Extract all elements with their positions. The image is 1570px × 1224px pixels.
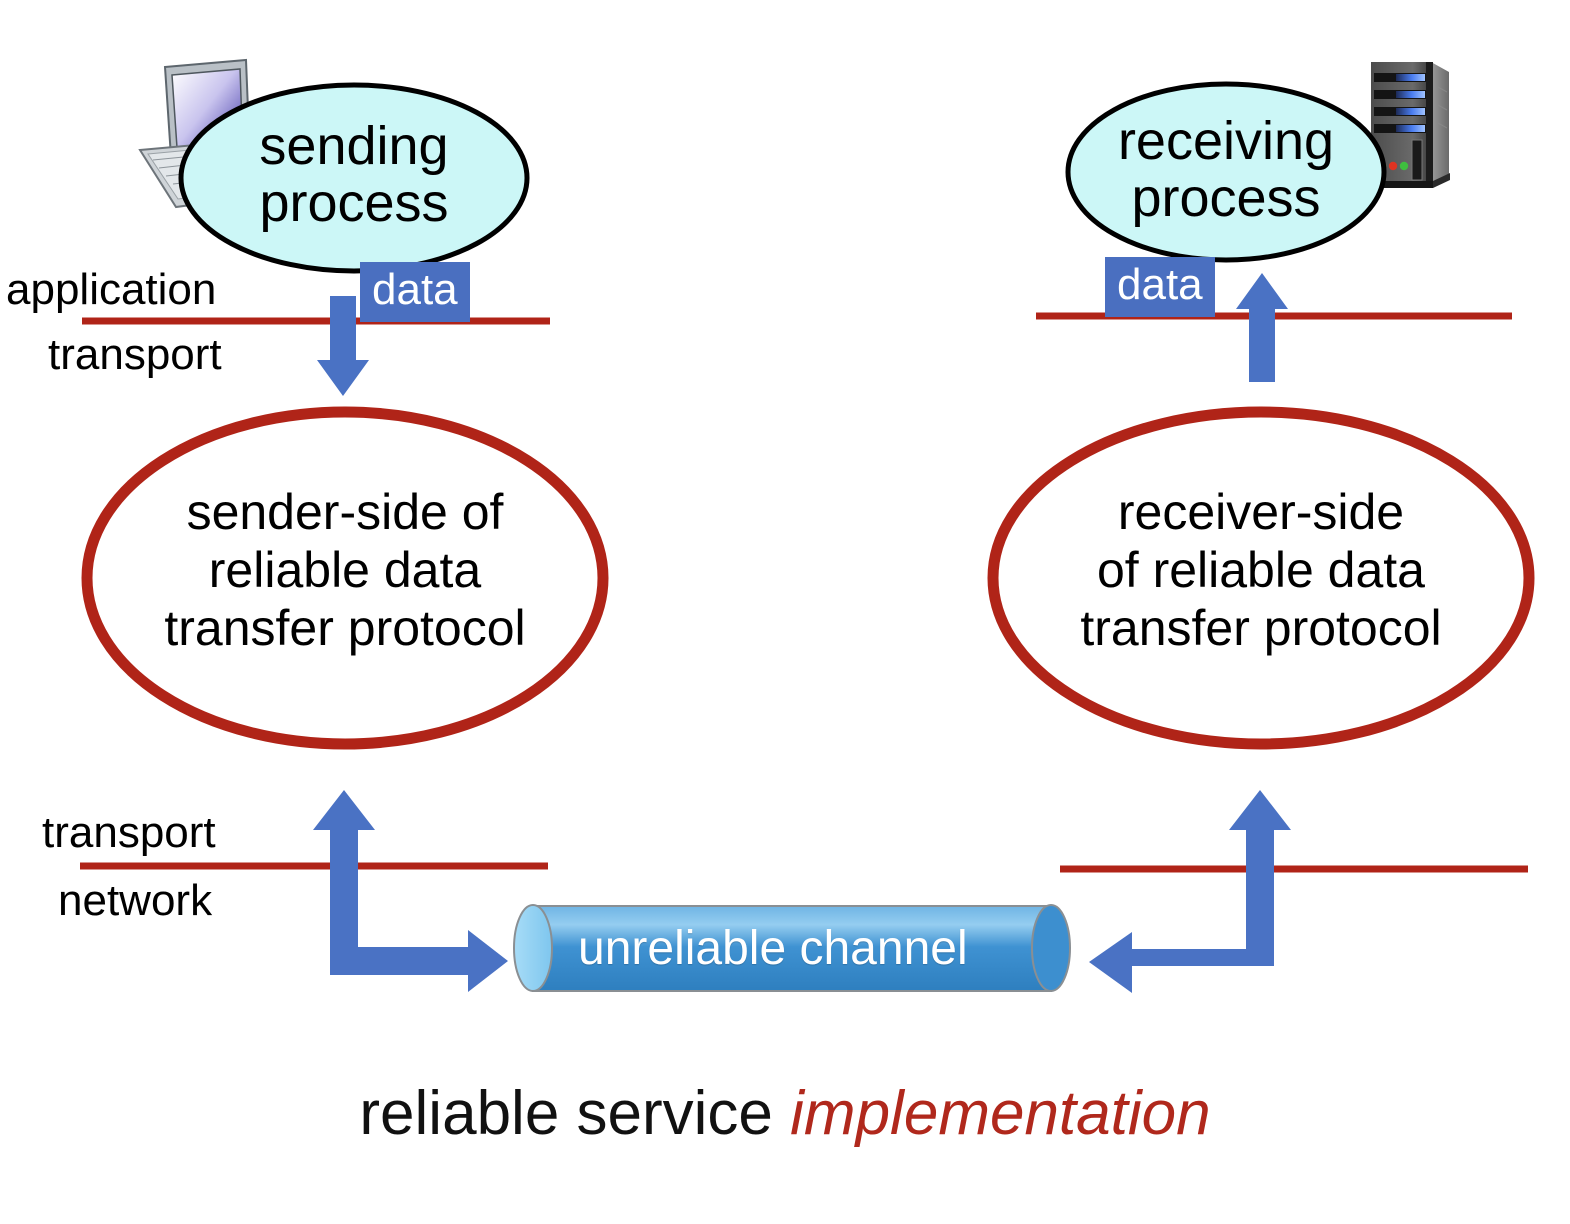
- receiver-side-protocol-ellipse: [987, 406, 1535, 750]
- sending-process-ellipse: [178, 82, 530, 274]
- transport-layer-label: transport: [48, 330, 222, 379]
- receiver-side-protocol-label: receiver-side of reliable data transfer …: [1011, 483, 1511, 657]
- sender-side-protocol-label: sender-side of reliable data transfer pr…: [95, 483, 595, 657]
- diagram-caption: reliable service implementation: [0, 1078, 1570, 1149]
- sender-side-protocol-ellipse: [81, 406, 609, 750]
- sender-protocol-line1: sender-side of: [186, 484, 504, 540]
- application-layer-label: application: [6, 265, 217, 314]
- channel-to-receiver-elbow-arrow: [1089, 790, 1291, 993]
- caption-plain-text: reliable service: [359, 1079, 773, 1148]
- unreliable-channel-label: unreliable channel: [578, 922, 968, 975]
- sender-data-box: data: [360, 262, 470, 322]
- sender-data-down-arrow: [317, 296, 369, 396]
- receiving-process-ellipse: [1065, 81, 1387, 263]
- network-layer-label: network: [58, 876, 213, 925]
- sender-to-channel-elbow-arrow: [313, 790, 508, 992]
- receiver-protocol-line1: receiver-side: [1117, 484, 1405, 540]
- caption-emphasis-text: implementation: [790, 1079, 1211, 1148]
- sender-protocol-line2: reliable data: [208, 542, 482, 598]
- sender-protocol-line3: transfer protocol: [164, 600, 526, 656]
- receiver-data-box: data: [1105, 257, 1215, 317]
- receiver-protocol-line3: transfer protocol: [1080, 600, 1442, 656]
- receiver-protocol-line2: of reliable data: [1096, 542, 1425, 598]
- unreliable-channel-cylinder: [513, 904, 1071, 992]
- transport-layer-label-lower: transport: [42, 808, 216, 857]
- receiver-data-up-arrow: [1236, 273, 1288, 382]
